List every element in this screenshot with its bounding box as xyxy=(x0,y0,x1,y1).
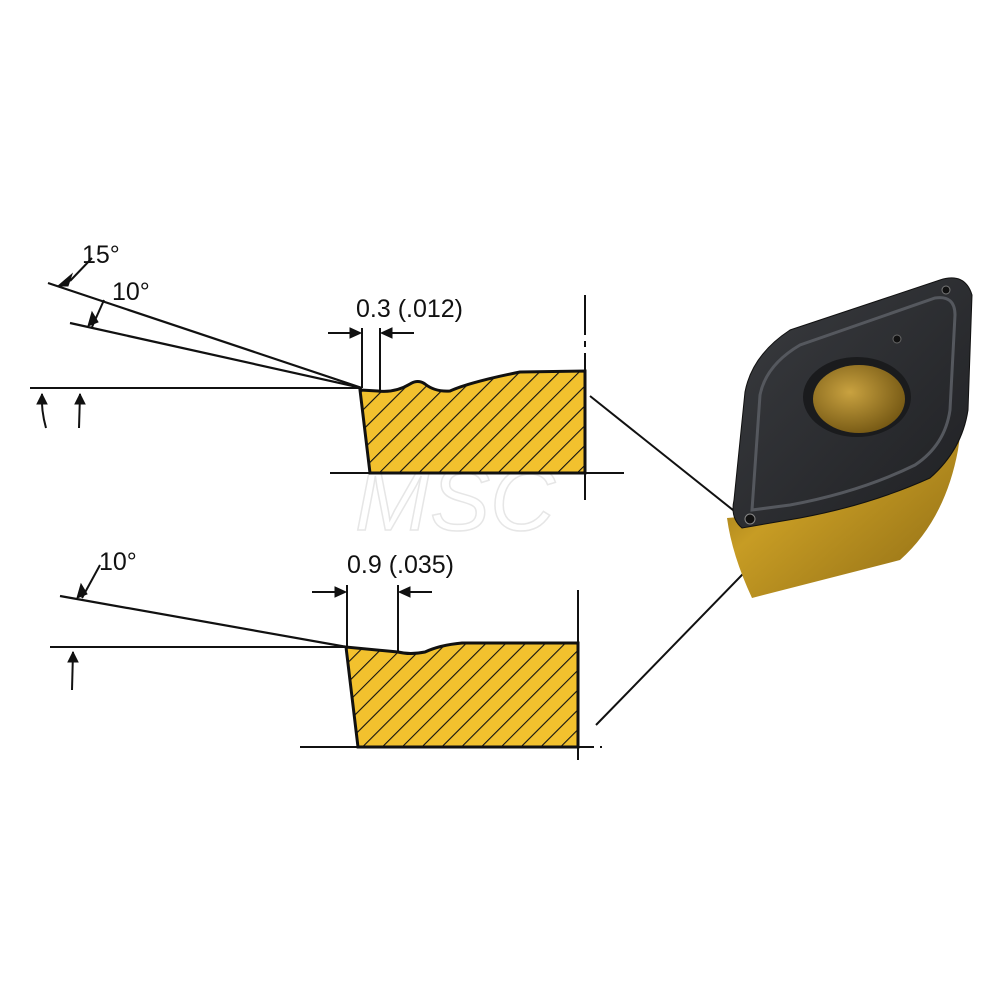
rake-line-10 xyxy=(69,321,363,390)
angle-label-15: 15° xyxy=(82,241,120,269)
arrowhead-icon xyxy=(87,310,99,327)
land-width-label-bottom: 0.9 (.035) xyxy=(347,551,454,579)
arrowhead-icon xyxy=(56,272,74,287)
insert-icon xyxy=(727,277,973,598)
leader-line-top xyxy=(589,395,749,523)
hatched-cross-section xyxy=(358,369,587,475)
bottom-section-detail xyxy=(50,564,602,760)
arrowhead-icon xyxy=(74,392,86,405)
arrowhead-icon xyxy=(334,586,348,598)
top-section-detail xyxy=(30,257,630,500)
hatched-cross-section xyxy=(344,641,580,749)
arrowhead-icon xyxy=(67,650,79,663)
arrowhead-icon xyxy=(397,586,411,598)
land-width-label-top: 0.3 (.012) xyxy=(356,295,463,323)
arrowhead-icon xyxy=(349,327,363,339)
arrowhead-icon xyxy=(36,392,48,405)
rake-line-15 xyxy=(47,281,363,390)
rake-line-10 xyxy=(59,594,348,649)
arrowhead-icon xyxy=(76,582,88,599)
angle-label-10: 10° xyxy=(112,278,150,306)
angle-label-10-bottom: 10° xyxy=(99,548,137,576)
arrowhead-icon xyxy=(379,327,393,339)
